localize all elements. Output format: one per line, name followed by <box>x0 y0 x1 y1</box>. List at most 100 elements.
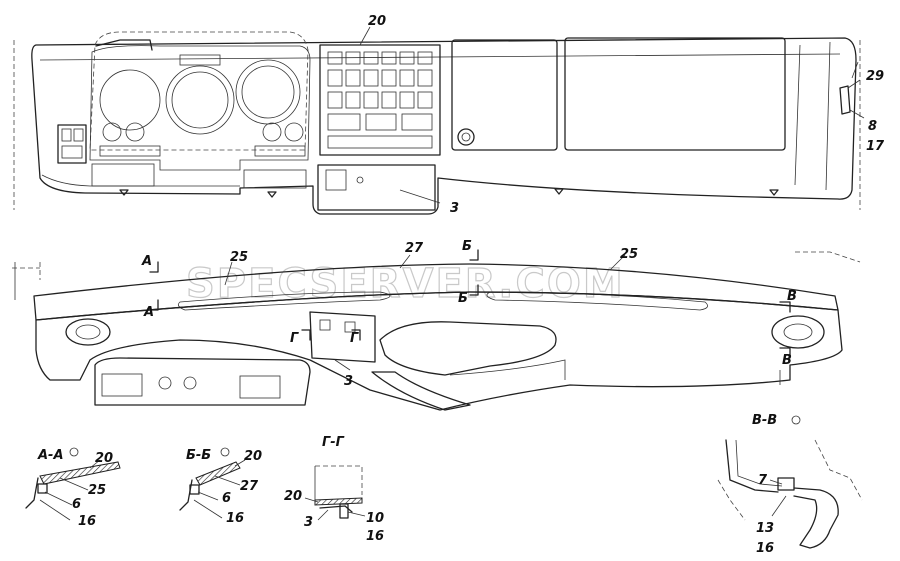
section-vv-symbol <box>791 415 801 425</box>
callout-top-29: 29 <box>866 69 884 84</box>
leader-8 <box>849 109 865 119</box>
dashboard-perspective-view <box>12 249 861 411</box>
section-bb-leader-6 <box>197 491 219 501</box>
watermark-text: SPECSERVER.COM <box>186 261 625 307</box>
leader-20 <box>359 26 371 46</box>
section-gg-outline <box>315 465 363 495</box>
section-gg-leader-10 <box>347 511 366 517</box>
lower-vent-right <box>243 169 307 189</box>
storage-compartment-left <box>451 39 558 151</box>
lower-cluster-shroud <box>94 357 311 406</box>
section-gg-title: Г-Г <box>322 435 345 450</box>
callout-mid-25-right: 25 <box>620 247 638 262</box>
callout-mid-25-left: 25 <box>230 250 248 265</box>
callout-mid-27: 27 <box>405 241 424 256</box>
mark-g-right: Г <box>350 331 359 346</box>
compartment-knob-inner <box>461 132 471 142</box>
section-gg-leader-20 <box>304 497 319 503</box>
section-aa-symbol <box>69 447 79 457</box>
section-bb-clip <box>189 484 200 495</box>
gauge-center <box>165 65 235 135</box>
lower-cluster-switch-1 <box>158 376 172 390</box>
section-gg-bracket <box>319 505 353 513</box>
leader-27 <box>399 254 411 269</box>
callout-top-8: 8 <box>868 119 877 134</box>
mark-v-top: В <box>787 289 797 304</box>
cut-mark-b-bottom <box>469 284 479 296</box>
defroster-vent-left <box>177 291 391 311</box>
bracket-3-perspective <box>309 311 376 363</box>
cut-mark-g-left <box>301 329 311 341</box>
section-gg-bolt <box>339 503 349 519</box>
section-aa-label-2: 25 <box>88 483 106 498</box>
right-panel-edge <box>794 44 801 186</box>
marker-3 <box>554 188 564 195</box>
section-gg-panel <box>314 497 363 506</box>
cut-mark-b-top <box>469 249 479 261</box>
section-gg-leader-3 <box>317 509 329 521</box>
callout-top-3: 3 <box>450 201 459 216</box>
small-gauge-3 <box>262 122 282 142</box>
lower-vent-left <box>91 163 155 187</box>
section-vv-bracket <box>793 487 839 549</box>
mark-a-bottom: А <box>143 305 154 320</box>
bracket-3-hole-b <box>344 321 356 333</box>
section-bb-leader-16 <box>193 499 223 519</box>
left-speaker-inner <box>75 324 101 340</box>
section-vv-title: В-В <box>752 413 777 428</box>
section-bb-panel <box>195 461 241 486</box>
small-gauge-1 <box>102 122 122 142</box>
right-corner-edge <box>825 41 831 191</box>
section-vv-label-2: 13 <box>756 521 774 536</box>
right-speaker <box>771 315 825 349</box>
mark-b-bottom: Б <box>458 291 468 306</box>
section-bb-label-4: 16 <box>226 511 244 526</box>
center-switch-panel <box>319 44 441 156</box>
section-aa-flange <box>25 477 39 509</box>
section-vv-leader-13 <box>771 495 787 517</box>
right-side-connector <box>839 85 851 115</box>
mid-right-cab-line <box>795 251 861 263</box>
section-aa-clip <box>37 483 48 494</box>
section-bb-label-1: 20 <box>244 449 262 464</box>
callout-mid-3: 3 <box>344 374 353 389</box>
leader-29 <box>847 79 861 89</box>
section-aa-label-3: 6 <box>72 497 81 512</box>
storage-compartment-right <box>564 37 786 151</box>
left-speaker <box>65 318 111 346</box>
section-aa-leader-16 <box>39 499 71 521</box>
section-bb-leader-20 <box>234 459 246 467</box>
section-aa: А-А 20 25 6 16 <box>25 447 121 529</box>
dashboard-outline <box>31 37 857 215</box>
left-switch-1 <box>61 128 72 142</box>
gauge-right-inner <box>241 65 295 119</box>
lower-cluster-switch-2 <box>183 376 197 390</box>
section-bb-label-2: 27 <box>240 479 259 494</box>
left-switch-2 <box>73 128 84 142</box>
cluster-bezel <box>89 45 311 171</box>
section-bb-symbol <box>220 447 230 457</box>
glovebox-recess <box>379 321 557 376</box>
cluster-visor-tab <box>95 39 153 51</box>
callout-top-20: 20 <box>368 14 386 29</box>
section-vv-outline-left <box>717 479 746 521</box>
bracket-3-top <box>317 164 436 211</box>
section-vv-label-1: 7 <box>758 473 768 488</box>
bracket-3-plate <box>325 169 347 191</box>
marker-4 <box>769 189 779 196</box>
lower-cluster-vent-1 <box>101 373 143 397</box>
leader-3-top <box>399 189 441 204</box>
section-bb: Б-Б 20 27 6 16 <box>179 447 262 526</box>
bracket-3-hole-a <box>319 319 331 331</box>
section-bb-label-3: 6 <box>222 491 231 506</box>
compartment-knob <box>457 128 475 146</box>
section-vv-outline-right <box>814 439 863 501</box>
cluster-outline <box>89 31 309 151</box>
section-gg: Г-Г 20 3 10 16 <box>284 435 384 544</box>
section-bb-flange <box>179 479 193 511</box>
gauge-left <box>99 69 161 131</box>
dashboard-bottom-edge <box>41 174 240 187</box>
section-gg-label-4: 16 <box>366 529 384 544</box>
bracket-3-hole <box>356 176 364 184</box>
